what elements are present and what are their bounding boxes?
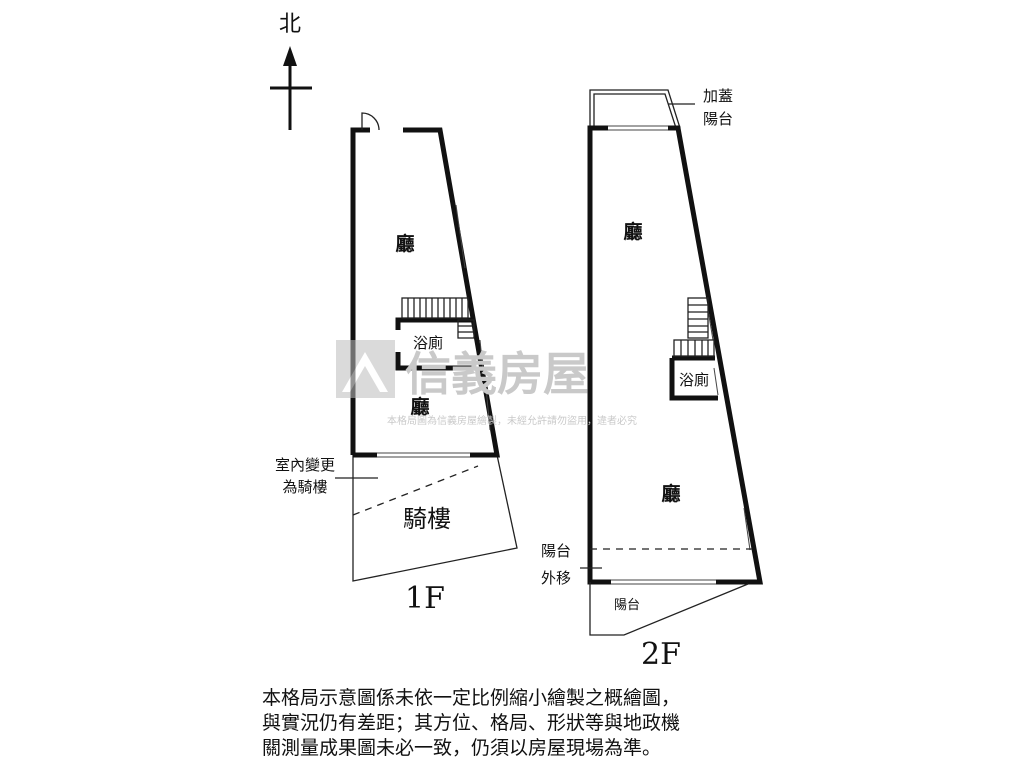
floor1-hall-bottom-label: 廳 (410, 395, 429, 418)
floor1-title: 1F (405, 581, 445, 616)
floor2-callout-top-line2: 陽台 (703, 110, 733, 128)
door-icon (361, 112, 380, 131)
disclaimer-line-3: 關測量成果圖未必一致，仍須以房屋現場為準。 (262, 737, 662, 759)
floor2-callout-side-line2: 外移 (541, 569, 571, 587)
stairs-icon (673, 297, 715, 357)
watermark-brand: 信義房屋 (405, 347, 589, 401)
floor1-arcade-label: 騎樓 (403, 505, 451, 533)
floor2-title: 2F (641, 637, 681, 672)
floor2-callout-top-line1: 加蓋 (703, 87, 733, 105)
floor2-hall-top-label: 廳 (623, 220, 642, 243)
floor2-plan (580, 89, 763, 636)
floor2-callout-side-line1: 陽台 (541, 542, 571, 560)
stairs-icon (401, 297, 475, 339)
floor1-bath-label: 浴廁 (413, 334, 443, 352)
north-label: 北 (279, 12, 301, 37)
watermark-logo-icon (336, 340, 395, 398)
north-arrow-icon (270, 46, 312, 130)
floor2-bath-label: 浴廁 (679, 371, 709, 389)
floor1-hall-top-label: 廳 (395, 232, 414, 255)
floor1-callout-line1: 室內變更 (275, 456, 335, 474)
watermark-notice: 本格局圖為信義房屋繪製，未經允許請勿盜用，違者必究 (387, 414, 637, 427)
floor1-callout-line2: 為騎樓 (282, 478, 327, 496)
floor1-plan (335, 112, 518, 582)
disclaimer-note: 本格局示意圖係未依一定比例縮小繪製之概繪圖， 與實況仍有差距；其方位、格局、形狀… (262, 686, 762, 761)
floor2-hall-bottom-label: 廳 (661, 482, 680, 505)
disclaimer-line-1: 本格局示意圖係未依一定比例縮小繪製之概繪圖， (262, 687, 681, 709)
floor2-balcony-label: 陽台 (614, 598, 640, 613)
disclaimer-line-2: 與實況仍有差距；其方位、格局、形狀等與地政機 (262, 712, 681, 734)
